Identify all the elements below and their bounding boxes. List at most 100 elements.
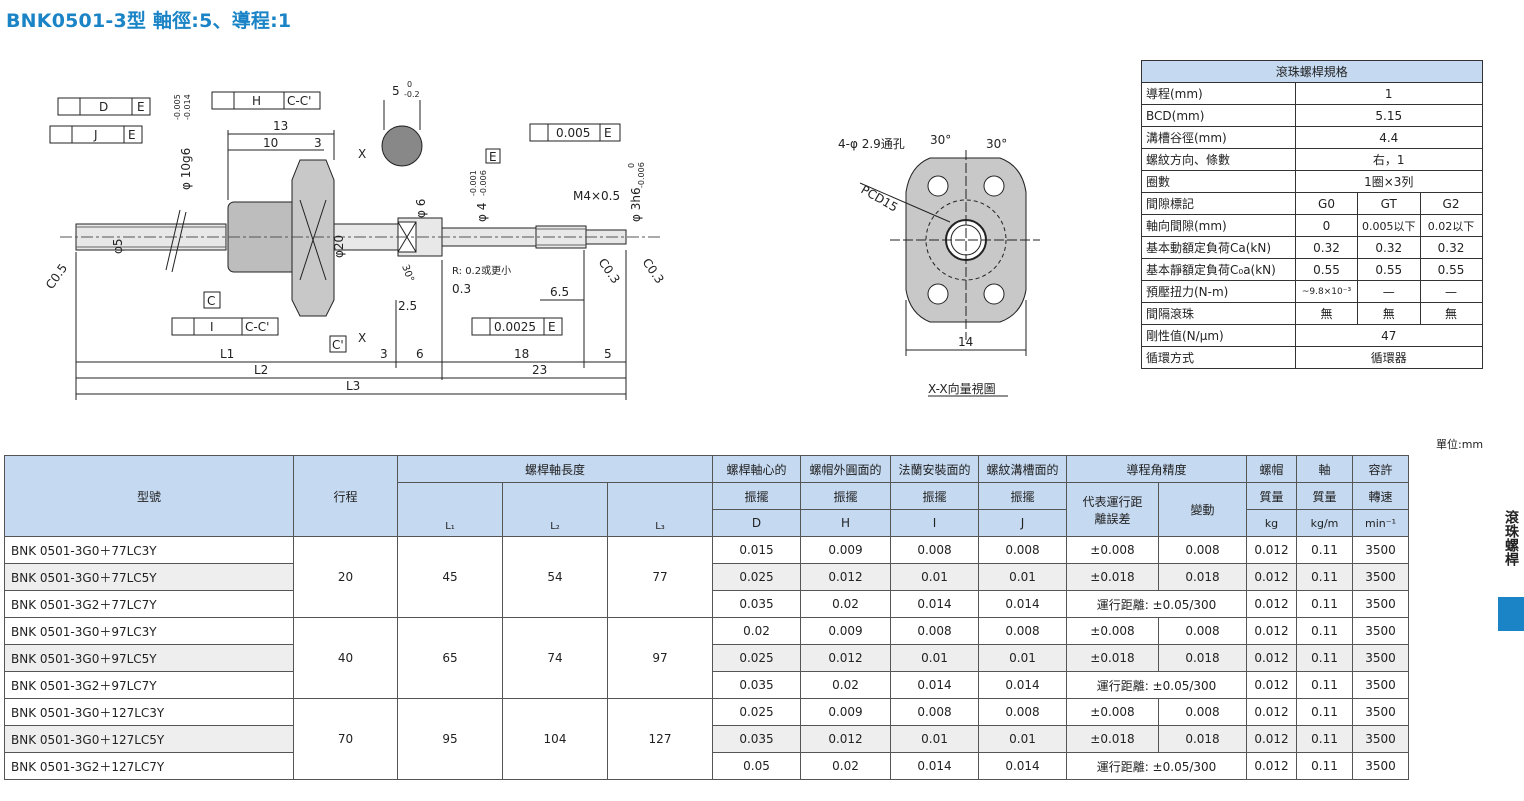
spec-value: 0.005以下 (1357, 214, 1421, 237)
dim-l1: L1 (220, 347, 234, 361)
nut-mass-cell: 0.012 (1246, 725, 1297, 753)
col-l2: L₂ (502, 482, 608, 537)
model-cell: BNK 0501-3G0＋97LC5Y (4, 644, 294, 672)
model-table: 型號 行程 螺桿軸長度 螺桿軸心的 螺帽外圓面的 法蘭安裝面的 螺紋溝槽面的 導… (4, 455, 1409, 780)
spec-value: 5.15 (1295, 104, 1483, 127)
runout-h-cell: 0.009 (800, 698, 891, 726)
col-nut-mass-title: 螺帽 (1246, 455, 1297, 483)
spec-label: 循環方式 (1141, 346, 1296, 369)
col-shaft-length: 螺桿軸長度 (397, 455, 713, 483)
model-cell: BNK 0501-3G0＋127LC5Y (4, 725, 294, 753)
runout-j-cell: 0.008 (978, 698, 1067, 726)
col-d-unit: D (712, 509, 801, 537)
l1-cell: 95 (397, 698, 503, 780)
dim-phi20: φ20 (332, 235, 346, 258)
col-shaft-mass-sub: 質量 (1296, 482, 1353, 510)
l2-cell: 104 (502, 698, 608, 780)
spec-value: 右，1 (1295, 148, 1483, 171)
runout-j-cell: 0.01 (978, 563, 1067, 591)
spec-value: 0.32 (1419, 236, 1483, 259)
xx-view-drawing: 4-φ 2.9通孔 PCD15 30° 30° 14 X-X向量視圖 (838, 133, 1040, 397)
dim-phi10-tol1: -0.005 (173, 94, 182, 120)
speed-cell: 3500 (1352, 725, 1409, 753)
dim-phi6: φ 6 (414, 199, 428, 218)
spec-label: 基本動額定負荷Ca(kN) (1141, 236, 1296, 259)
fc-h-cc: C-C' (287, 94, 311, 108)
spec-label: 剛性值(N/μm) (1141, 324, 1296, 347)
dim-c03b: C0.3 (640, 256, 667, 287)
model-cell: BNK 0501-3G0＋77LC3Y (4, 536, 294, 564)
grade-gt: GT (1357, 192, 1421, 215)
spec-value: 0.32 (1357, 236, 1421, 259)
col-j-unit: J (978, 509, 1067, 537)
unit-label: 單位:mm (1436, 438, 1484, 451)
l1-cell: 65 (397, 617, 503, 699)
spec-value: 無 (1419, 302, 1483, 325)
dim-65: 6.5 (550, 285, 569, 299)
col-d-title: 螺桿軸心的 (712, 455, 801, 483)
dim-phi10: φ 10g6 (179, 148, 193, 190)
model-cell: BNK 0501-3G0＋127LC3Y (4, 698, 294, 726)
fc-h: H (252, 94, 261, 108)
dim-b3: 3 (380, 347, 388, 361)
runout-i-cell: 0.014 (890, 671, 979, 699)
rep-error-cell: ±0.018 (1066, 725, 1159, 753)
col-j-sub: 振擺 (978, 482, 1067, 510)
variation-cell: 0.018 (1158, 725, 1247, 753)
col-lead-accuracy: 導程角精度 (1066, 455, 1247, 483)
nut-mass-cell: 0.012 (1246, 671, 1297, 699)
spec-value: 0.55 (1357, 258, 1421, 281)
l3-cell: 127 (607, 698, 713, 780)
shaft-mass-cell: 0.11 (1296, 644, 1353, 672)
runout-i-cell: 0.01 (890, 563, 979, 591)
runout-i-cell: 0.014 (890, 590, 979, 618)
spec-value: 4.4 (1295, 126, 1483, 149)
variation-cell: 0.018 (1158, 563, 1247, 591)
shaft-mass-cell: 0.11 (1296, 563, 1353, 591)
shaft-mass-cell: 0.11 (1296, 590, 1353, 618)
datum-e: E (489, 150, 497, 164)
spec-value: 0.02以下 (1419, 214, 1483, 237)
variation-cell: 0.018 (1158, 644, 1247, 672)
xx-view-caption: X-X向量視圖 (928, 381, 996, 396)
pcd-label: PCD15 (859, 182, 901, 214)
col-h-unit: H (800, 509, 891, 537)
dim-14: 14 (958, 335, 973, 349)
nut-mass-cell: 0.012 (1246, 752, 1297, 780)
runout-d-cell: 0.035 (712, 671, 801, 699)
col-d-sub: 振擺 (712, 482, 801, 510)
model-cell: BNK 0501-3G2＋127LC7Y (4, 752, 294, 780)
col-l3: L₃ (607, 482, 713, 537)
col-model: 型號 (4, 455, 294, 537)
runout-j-cell: 0.008 (978, 617, 1067, 645)
spec-label: 預壓扭力(N-m) (1141, 280, 1296, 303)
runout-d-cell: 0.035 (712, 590, 801, 618)
nut-mass-cell: 0.012 (1246, 698, 1297, 726)
spec-value: ~9.8×10⁻³ (1295, 280, 1358, 303)
speed-cell: 3500 (1352, 536, 1409, 564)
spec-value: 0 (1295, 214, 1358, 237)
spec-label: 溝槽谷徑(mm) (1141, 126, 1296, 149)
col-speed-title: 容許 (1352, 455, 1409, 483)
runout-i-cell: 0.008 (890, 617, 979, 645)
runout-d-cell: 0.05 (712, 752, 801, 780)
model-cell: BNK 0501-3G0＋77LC5Y (4, 563, 294, 591)
dim-5: 5 (392, 84, 400, 98)
dim-03: 0.3 (452, 282, 471, 296)
fc-005: 0.005 (556, 126, 590, 140)
runout-h-cell: 0.02 (800, 671, 891, 699)
l3-cell: 77 (607, 536, 713, 618)
col-nut-mass-unit: kg (1246, 509, 1297, 537)
col-rep-error: 代表運行距離誤差 (1066, 482, 1159, 537)
grade-g0: G0 (1295, 192, 1358, 215)
page-title: BNK0501-3型 軸徑:5、導程:1 (6, 10, 292, 32)
spec-label: 軸向間隙(mm) (1141, 214, 1296, 237)
fc-i-cc: C-C' (245, 320, 269, 334)
dim-l3: L3 (346, 379, 360, 393)
fc-0025: 0.0025 (494, 320, 536, 334)
speed-cell: 3500 (1352, 617, 1409, 645)
spec-value: 0.55 (1419, 258, 1483, 281)
speed-cell: 3500 (1352, 671, 1409, 699)
